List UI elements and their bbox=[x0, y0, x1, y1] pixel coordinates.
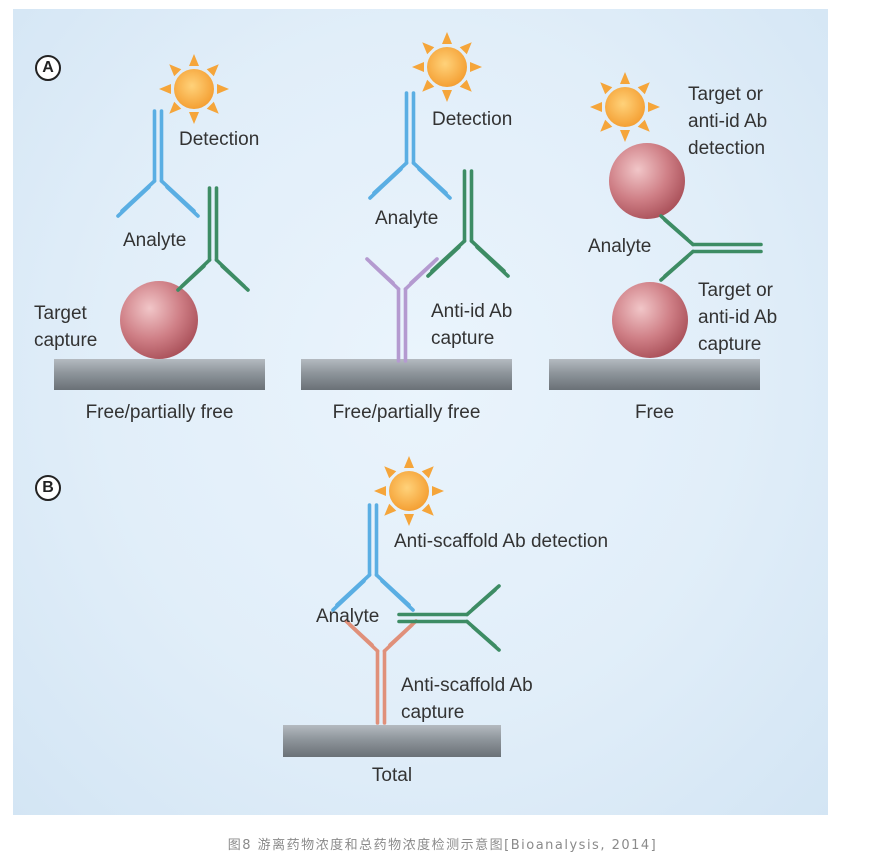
label-b-analyte: Analyte bbox=[316, 606, 380, 627]
label-b-base: Total bbox=[371, 765, 413, 786]
sun-icon-a3 bbox=[590, 72, 660, 142]
label-a2-base: Free/partially free bbox=[332, 402, 481, 423]
detection-antibody-b bbox=[331, 503, 415, 612]
figure-caption: 图8 游离药物浓度和总药物浓度检测示意图[Bioanalysis, 2014] bbox=[227, 838, 658, 853]
surface-plate-a3 bbox=[549, 359, 760, 390]
label-a2-detection: Detection bbox=[432, 109, 513, 130]
target-capture-sphere-a3 bbox=[612, 282, 688, 358]
target-detection-sphere-a3 bbox=[609, 143, 685, 219]
surface-plate-a1 bbox=[54, 359, 265, 390]
label-a3-analyte: Analyte bbox=[588, 236, 652, 257]
label-a3-target-capture: Target or anti-id Ab capture bbox=[698, 280, 778, 355]
label-a3-target-detection: Target or anti-id Ab detection bbox=[688, 84, 768, 159]
label-a1-base: Free/partially free bbox=[85, 402, 234, 423]
label-a2-analyte: Analyte bbox=[375, 208, 439, 229]
label-b-capture: Anti-scaffold Ab capture bbox=[401, 675, 533, 723]
analyte-antibody-a1 bbox=[176, 186, 250, 292]
surface-plate-a2 bbox=[301, 359, 512, 390]
sun-icon-a2 bbox=[412, 32, 482, 102]
surface-plate-b bbox=[283, 725, 501, 757]
figure-panel: A B Detection Analyte Target capture Fre… bbox=[13, 9, 828, 815]
sun-icon-a1 bbox=[159, 54, 229, 124]
diagram-artwork bbox=[54, 32, 763, 757]
label-a1-detection: Detection bbox=[179, 129, 260, 150]
label-a3-base: Free bbox=[634, 402, 675, 423]
sun-icon-b bbox=[374, 456, 444, 526]
anti-id-capture-antibody-a2 bbox=[365, 257, 439, 363]
analyte-antibody-b bbox=[397, 584, 501, 652]
target-capture-sphere-a1 bbox=[120, 281, 198, 359]
label-a1-analyte: Analyte bbox=[123, 230, 187, 251]
label-a1-target-capture: Target capture bbox=[34, 303, 98, 351]
panel-a-badge: A bbox=[35, 55, 61, 81]
label-a2-anti-id-capture: Anti-id Ab capture bbox=[431, 301, 513, 349]
panel-b-badge: B bbox=[35, 475, 61, 501]
label-b-detection: Anti-scaffold Ab detection bbox=[394, 531, 609, 552]
analyte-antibody-a3 bbox=[659, 214, 763, 282]
